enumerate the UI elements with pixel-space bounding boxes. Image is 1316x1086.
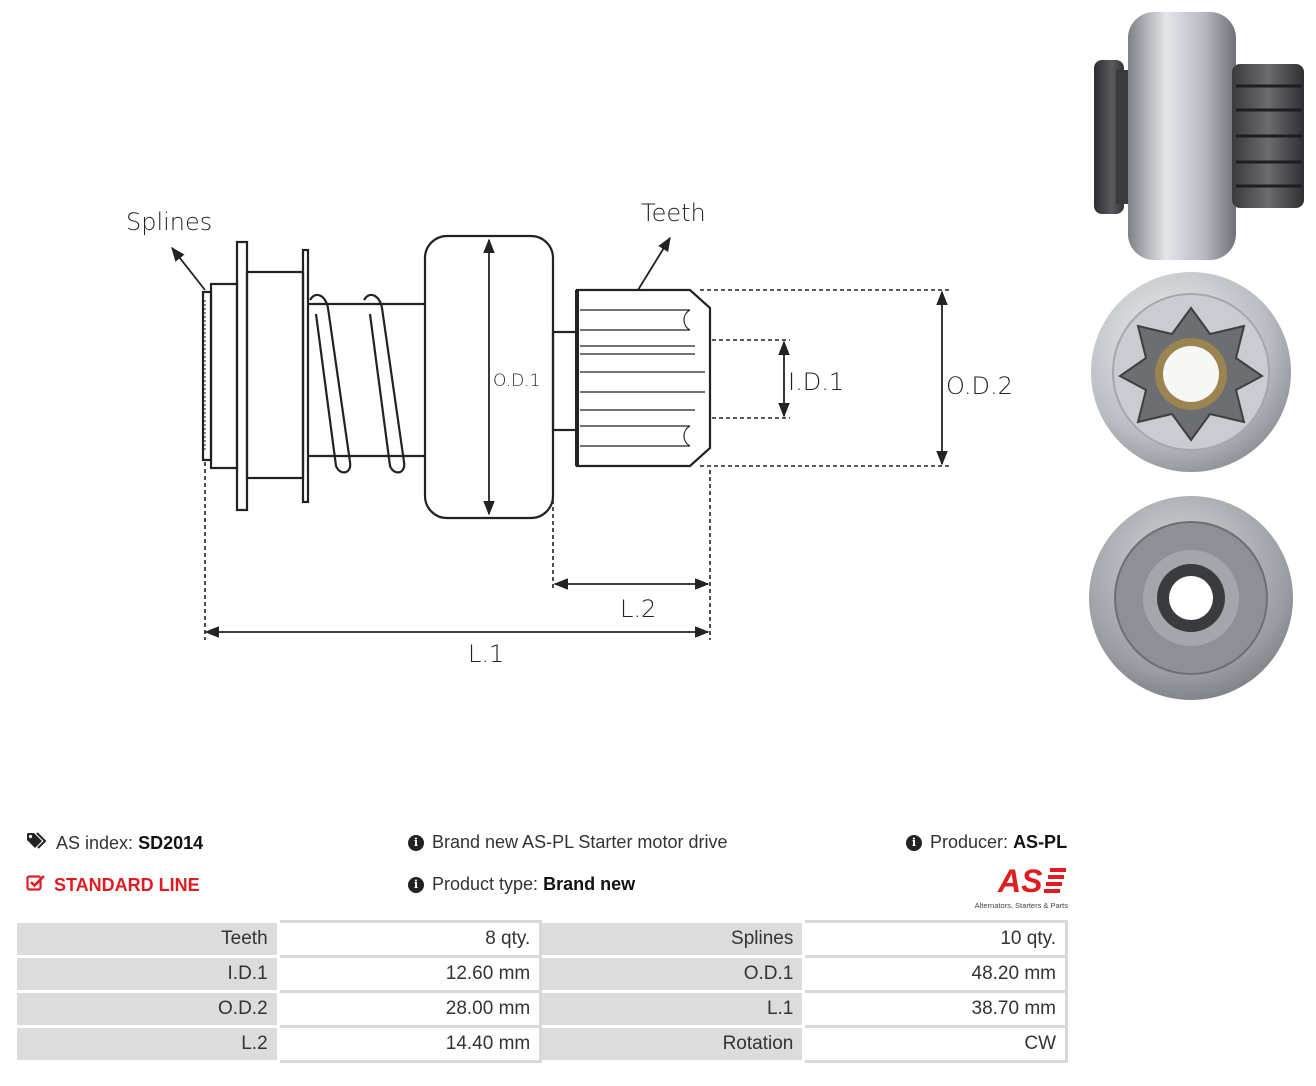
spec-value: 48.20 mm [802,955,1068,993]
l1-label: L.1 [468,640,504,668]
as-logo-mark: AS [997,863,1066,899]
producer: i Producer: AS-PL [906,832,1067,853]
pinion-neck [551,330,579,432]
spline-collar [209,282,239,470]
spec-value: 12.60 mm [276,955,543,993]
spring-coil [363,293,406,474]
spec-value: 38.70 mm [802,990,1068,1028]
product-description: i Brand new AS-PL Starter motor drive [408,832,727,853]
spec-value: 10 qty. [802,920,1068,958]
spring-coil [309,293,352,474]
producer-label: Producer: [930,832,1009,852]
tags-icon [26,832,48,855]
product-type-value: Brand new [543,874,636,894]
spec-value: CW [802,1025,1068,1063]
as-index-label: AS index: [56,833,134,853]
spec-label: L.1 [539,990,806,1028]
technical-drawing: Splines Teeth O.D.1 I.D.1 O.D.2 L.2 L.1 [126,199,1013,668]
table-row: O.D.2 28.00 mm L.1 38.70 mm [14,990,1068,1028]
drive-side-view-photo [1094,12,1304,260]
spec-label: I.D.1 [14,955,280,993]
product-type: i Product type: Brand new [408,874,635,895]
spec-label: Teeth [14,920,280,958]
producer-value: AS-PL [1013,832,1068,852]
checkbox-checked-icon [26,874,46,897]
teeth-label: Teeth [641,199,706,227]
extension-lines [204,289,950,640]
spec-value: 28.00 mm [276,990,543,1028]
spec-label: O.D.1 [539,955,806,993]
pinion-teeth-lines [580,309,705,447]
drive-rear-view-photo [1089,496,1293,700]
od2-label: O.D.2 [946,372,1013,400]
as-index: AS index: SD2014 [26,832,203,855]
info-icon: i [906,834,922,851]
table-row: Teeth 8 qty. Splines 10 qty. [14,920,1068,958]
table-row: I.D.1 12.60 mm O.D.1 48.20 mm [14,955,1068,993]
table-row: L.2 14.40 mm Rotation CW [14,1025,1068,1063]
spec-value: 8 qty. [276,920,543,958]
spline-stub [201,290,213,462]
drive-front-view-photo [1091,272,1291,472]
svg-text:AS: AS [997,864,1043,896]
standard-line-label: STANDARD LINE [54,875,200,895]
specification-table: Teeth 8 qty. Splines 10 qty. I.D.1 12.60… [14,920,1068,1063]
splines-label: Splines [126,208,212,236]
hub-body [245,270,305,480]
second-flange [301,248,310,504]
pinion-gear [575,288,712,468]
spec-value: 14.40 mm [276,1025,543,1063]
info-icon: i [408,876,424,893]
l2-label: L.2 [620,595,656,623]
as-pl-logo: AS Alternators, Starters & Parts [964,863,1068,910]
spec-label: O.D.2 [14,990,280,1028]
as-index-value: SD2014 [138,833,204,853]
info-icon: i [408,834,424,851]
product-line: STANDARD LINE [26,874,200,897]
logo-tagline: Alternators, Starters & Parts [974,901,1068,910]
spec-label: Splines [539,920,806,958]
spec-label: L.2 [14,1025,280,1063]
product-type-label: Product type: [432,874,539,894]
id1-label: I.D.1 [788,368,844,396]
rear-flange [235,240,249,512]
od1-label: O.D.1 [493,371,540,391]
description-text: Brand new AS-PL Starter motor drive [432,832,728,852]
spec-label: Rotation [539,1025,806,1063]
